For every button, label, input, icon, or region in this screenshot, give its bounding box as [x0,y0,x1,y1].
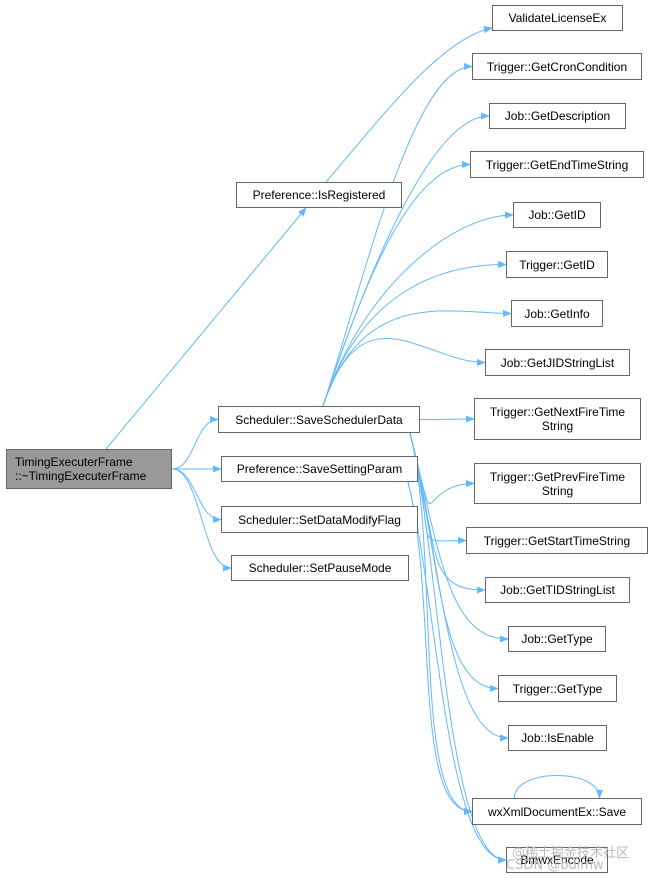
node-job-getid[interactable]: Job::GetID [513,202,601,228]
node-validatelicenseex[interactable]: ValidateLicenseEx [492,5,623,31]
edge-sched_save-to-job_getid [322,211,514,407]
edge-sched_save-to-job_getjid [322,338,486,407]
node-job-gettype[interactable]: Job::GetType [508,626,606,652]
edge-root-to-sched_setdatamodify [171,468,222,524]
node-job-getjidstringlist[interactable]: Job::GetJIDStringList [485,349,630,376]
node-scheduler-setpausemode[interactable]: Scheduler::SetPauseMode [231,555,409,581]
edge-sched_save-to-job_getdesc [322,112,490,407]
edge-sched_save-to-trig_getstarttime [409,432,467,545]
edge-sched_save-to-wxxml_save [409,432,473,816]
node-timingexecuterframe-destructor[interactable]: TimingExecuterFrame ::~TimingExecuterFra… [6,449,172,489]
node-preference-isregistered[interactable]: Preference::IsRegistered [236,182,402,208]
node-job-getdescription[interactable]: Job::GetDescription [489,103,626,129]
node-trigger-getid[interactable]: Trigger::GetID [506,251,608,278]
edge-wxxml_save-to-wxxml_save [514,775,604,799]
node-trigger-getendtimestring[interactable]: Trigger::GetEndTimeString [470,151,644,178]
node-job-getinfo[interactable]: Job::GetInfo [511,300,603,327]
edge-sched_save-to-job_isenable [409,432,509,742]
edge-root-to-sched_save [171,415,219,470]
edge-sched_save-to-bmwx_encode [409,432,507,864]
edge-sched_save-to-job_gettype [409,432,509,643]
node-trigger-gettype[interactable]: Trigger::GetType [498,675,617,702]
node-trigger-getcroncondition[interactable]: Trigger::GetCronCondition [472,53,642,80]
edge-sched_save-to-trig_getnextfire [419,415,475,423]
node-scheduler-setdatamodifyflag[interactable]: Scheduler::SetDataModifyFlag [221,506,418,533]
edge-root-to-sched_setpause [171,468,232,572]
node-trigger-getprevfiretime-string[interactable]: Trigger::GetPrevFireTime String [474,463,641,504]
edge-pref_isregistered-to-validate_license [325,26,493,183]
watermark-line2: CSDN @bdlmw [506,858,604,873]
node-trigger-getstarttimestring[interactable]: Trigger::GetStartTimeString [466,527,648,554]
edge-sched_save-to-trig_getid [322,260,507,407]
node-scheduler-saveschedulerdata[interactable]: Scheduler::SaveSchedulerData [218,406,420,433]
watermark-line1: @稀土掘金技术社区 [512,846,630,861]
edge-pref_savesetting-to-wxxml_save [407,481,473,816]
node-job-isenable[interactable]: Job::IsEnable [508,725,607,751]
edge-root-to-pref_isregistered [105,207,307,450]
node-trigger-getnextfiretime-string[interactable]: Trigger::GetNextFireTime String [474,398,641,440]
edge-pref_savesetting-to-bmwx_encode [407,481,507,864]
edge-sched_save-to-trig_getendtime [322,160,471,407]
node-job-gettidstringlist[interactable]: Job::GetTIDStringList [485,577,630,603]
node-wxxmldocumentex-save[interactable]: wxXmlDocumentEx::Save [472,798,642,825]
node-preference-savesettingparam[interactable]: Preference::SaveSettingParam [221,456,418,482]
node-bmwxencode[interactable]: BmwxEncode [506,847,608,873]
